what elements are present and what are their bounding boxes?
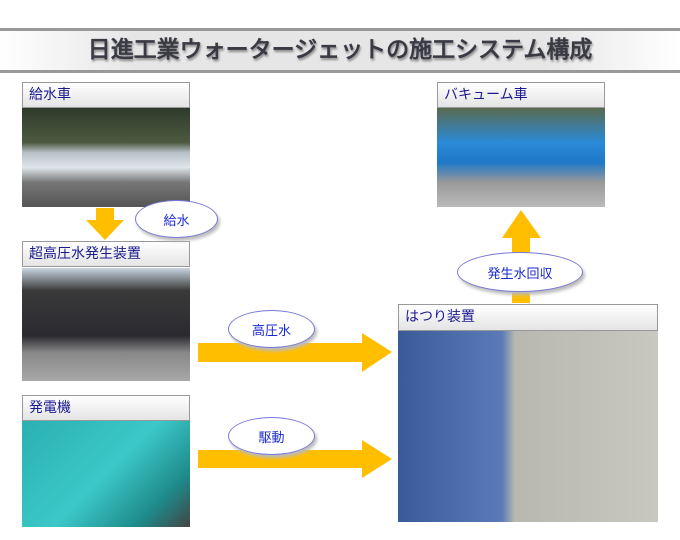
- label-vacuum-truck: バキューム車: [437, 82, 605, 108]
- bubble-high-pressure: 高圧水: [228, 310, 315, 348]
- label-pump-unit: 超高圧水発生装置: [22, 241, 190, 267]
- bubble-recovery: 発生水回収: [457, 252, 583, 292]
- generator-photo: [22, 421, 190, 527]
- label-water-truck: 給水車: [22, 82, 190, 108]
- label-generator: 発電機: [22, 395, 190, 421]
- bubble-drive: 駆動: [228, 417, 315, 455]
- water-truck-photo: [22, 108, 190, 207]
- page-title: 日進工業ウォータージェットの施工システム構成: [0, 28, 680, 73]
- label-chipping-device: はつり装置: [398, 304, 658, 331]
- arrow-supply: [86, 208, 124, 240]
- chipping-device-photo: [398, 331, 658, 522]
- arrow-high-pressure: [198, 333, 392, 372]
- vacuum-truck-photo: [437, 108, 605, 207]
- bubble-supply: 給水: [135, 200, 218, 238]
- pump-unit-photo: [22, 268, 190, 381]
- arrow-drive: [198, 440, 392, 478]
